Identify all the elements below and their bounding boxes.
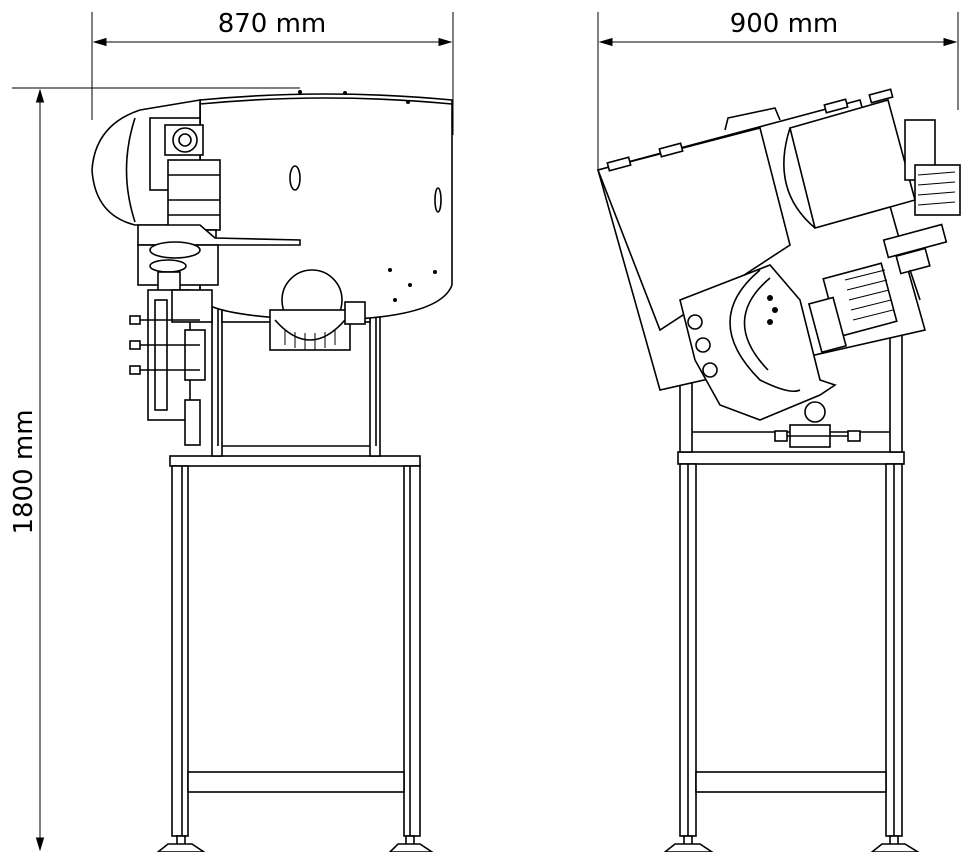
side-view bbox=[596, 88, 961, 852]
front-bottom-motor bbox=[269, 269, 366, 351]
front-plate bbox=[137, 224, 301, 293]
dimension-right-width: 900 mm bbox=[597, 9, 959, 170]
side-tensioner bbox=[774, 401, 861, 448]
right-width-label: 900 mm bbox=[730, 9, 839, 39]
side-motor bbox=[807, 262, 898, 354]
dimension-left-width: 870 mm bbox=[91, 9, 454, 135]
left-width-label: 870 mm bbox=[218, 9, 327, 39]
side-support-plate bbox=[679, 264, 837, 421]
front-stand bbox=[156, 455, 434, 852]
dimension-height: 1800 mm bbox=[9, 87, 300, 852]
front-vertical-mechanism bbox=[129, 289, 213, 446]
side-cylinder bbox=[783, 99, 961, 301]
front-view bbox=[91, 90, 453, 852]
height-label: 1800 mm bbox=[9, 409, 39, 534]
side-stand bbox=[663, 451, 920, 852]
